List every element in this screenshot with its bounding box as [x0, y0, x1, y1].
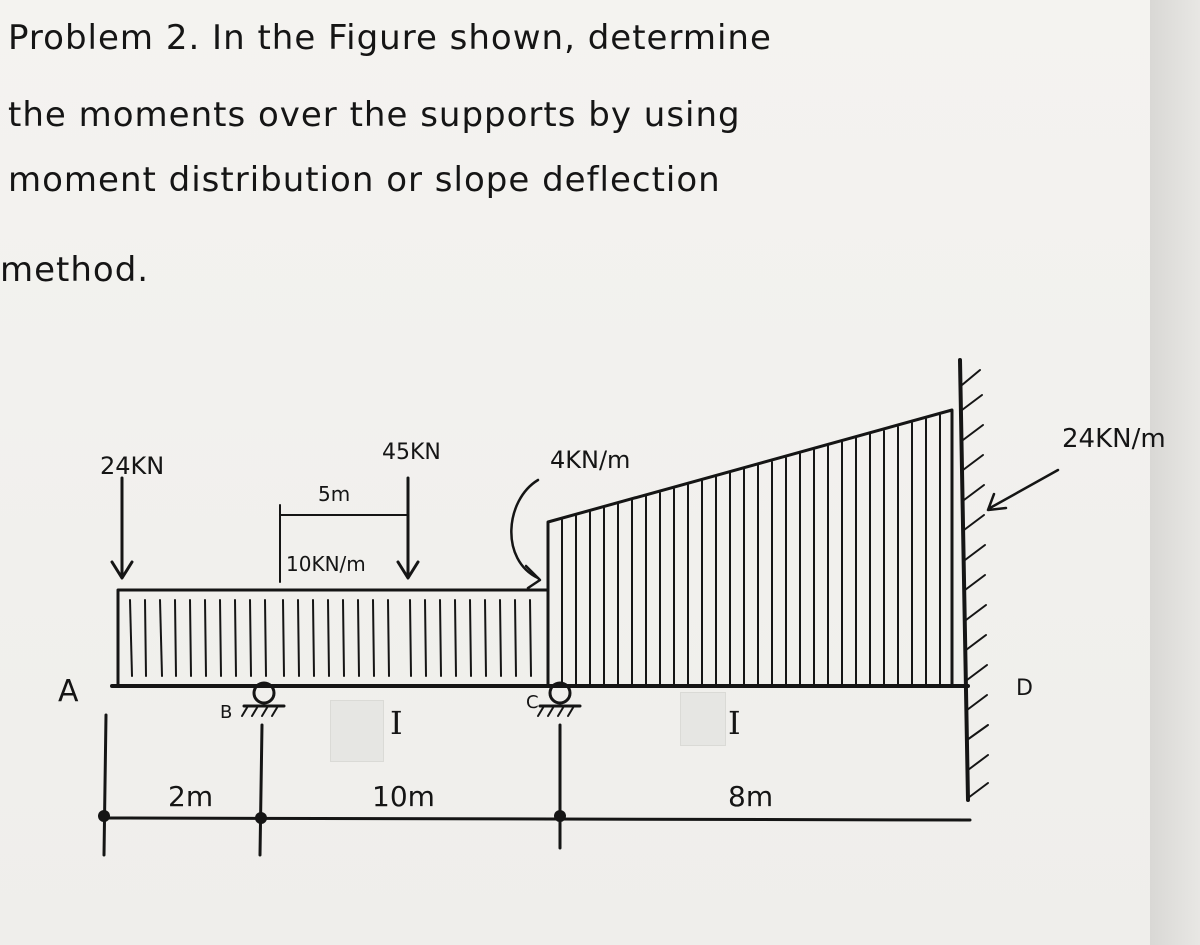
- arrow-4knm: [510, 478, 540, 580]
- label-24knm: 24KN/m: [1062, 424, 1166, 454]
- problem-line-2: the moments over the supports by using: [8, 95, 741, 135]
- label-inertia-cd: I: [728, 704, 741, 742]
- problem-line-1: Problem 2. In the Figure shown, determin…: [8, 18, 772, 58]
- label-span-ab: 2m: [168, 780, 214, 813]
- trapezoid-outline: [546, 408, 954, 688]
- label-point-d: D: [1016, 676, 1033, 701]
- support-b: [252, 681, 276, 705]
- paper-sheet: [0, 0, 1150, 945]
- label-point-a: A: [58, 674, 79, 709]
- support-c: [548, 681, 572, 705]
- label-point-b: B: [220, 702, 233, 723]
- label-inertia-bc: I: [390, 704, 403, 742]
- label-5m: 5m: [318, 482, 351, 506]
- dim-dots: [98, 810, 566, 824]
- problem-line-3: moment distribution or slope deflection: [8, 160, 721, 200]
- dim-tick-b: [258, 723, 264, 857]
- label-24kn: 24KN: [100, 452, 165, 480]
- label-span-bc: 10m: [372, 780, 435, 813]
- label-point-c: C: [526, 692, 539, 713]
- tape-patch: [680, 692, 726, 746]
- tape-patch: [330, 700, 384, 762]
- paper-edge: [1150, 0, 1200, 945]
- udl-hatching: [129, 599, 532, 677]
- dimension-line: [102, 816, 972, 822]
- trapezoid-hatching: [561, 414, 941, 685]
- label-4knm: 4KN/m: [550, 446, 631, 474]
- label-45kn: 45KN: [382, 440, 441, 465]
- fixed-wall: [958, 358, 970, 802]
- label-udl-10: 10KN/m: [286, 552, 366, 576]
- problem-line-4: method.: [0, 250, 150, 290]
- udl-outline: [116, 588, 550, 688]
- dim-tick-a: [102, 713, 108, 857]
- label-span-cd: 8m: [728, 780, 774, 813]
- arrow-24knm: [988, 468, 1060, 510]
- wall-hatching: [961, 369, 989, 799]
